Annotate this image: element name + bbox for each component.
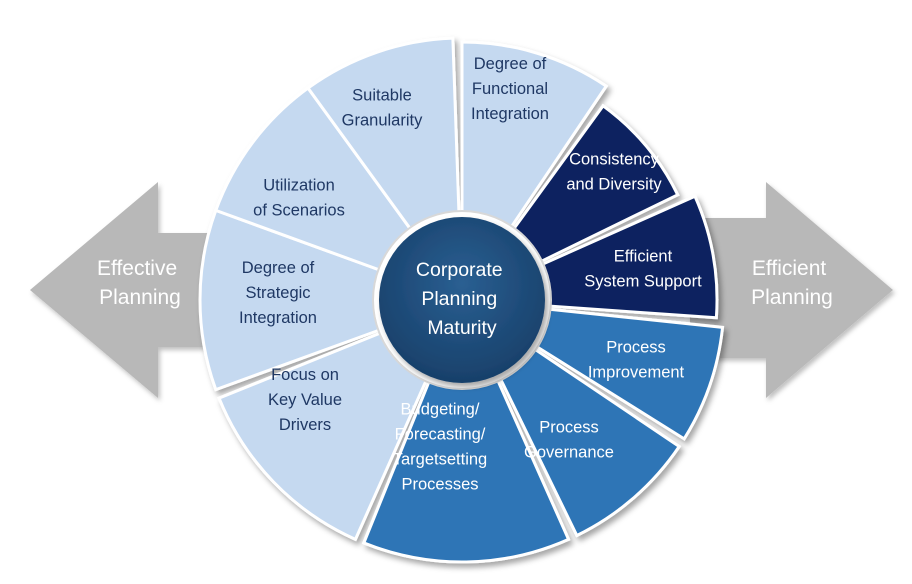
center-label: Corporate Planning Maturity	[416, 259, 508, 339]
segment-label-line: Process	[539, 419, 599, 437]
left-arrow-label-line-1: Effective	[97, 257, 177, 280]
segment-label-line: Strategic	[245, 284, 310, 302]
right-arrow: Efficient Planning	[690, 182, 893, 398]
segment-label-line: Functional	[472, 80, 548, 98]
segment-label-line: Key Value	[268, 391, 342, 409]
segment-label-line: Processes	[401, 476, 478, 494]
segment-label-line: Consistency	[569, 151, 660, 169]
center-disc	[379, 217, 545, 383]
segment-label-line: Drivers	[279, 416, 331, 434]
segment-label-line: System Support	[584, 273, 702, 291]
segment-label-line: Targetsetting	[393, 451, 487, 469]
segment-label-line: Improvement	[588, 364, 685, 382]
center-label-line-1: Corporate	[416, 259, 503, 281]
segment-label-line: Process	[606, 339, 666, 357]
segment-label-line: Focus on	[271, 366, 339, 384]
segment-label-line: Integration	[239, 309, 317, 327]
segment-label-line: Degree of	[242, 259, 315, 277]
center-label-line-2: Planning	[421, 288, 497, 310]
segment-label-line: and Diversity	[566, 176, 662, 194]
segment-label-line: Degree of	[474, 55, 547, 73]
segment-label-line: Granularity	[342, 112, 423, 130]
segment-label-line: Budgeting/	[401, 401, 480, 419]
segment-label-line: Suitable	[352, 87, 412, 105]
segment-label-line: Governance	[524, 444, 614, 462]
right-arrow-label-line-2: Planning	[751, 286, 833, 309]
segment-label-line: Efficient	[614, 248, 673, 266]
center-label-line-3: Maturity	[427, 317, 497, 339]
segment-label-line: Utilization	[263, 177, 335, 195]
segment-label-utilization-of-scenarios: Utilization of Scenarios	[253, 177, 345, 220]
center-hub: Corporate Planning Maturity	[372, 210, 552, 390]
maturity-wheel	[198, 36, 725, 564]
segment-label-line: Integration	[471, 105, 549, 123]
segment-label-consistency-and-diversity: Consistency and Diversity	[566, 151, 662, 194]
left-arrow-label: Effective Planning	[97, 257, 183, 309]
left-arrow-label-line-2: Planning	[99, 286, 181, 309]
segment-label-line: of Scenarios	[253, 202, 345, 220]
segment-label-line: Forecasting/	[395, 426, 486, 444]
right-arrow-label-line-1: Efficient	[752, 257, 826, 280]
right-arrow-shape	[690, 182, 893, 398]
right-arrow-label: Efficient Planning	[751, 257, 833, 309]
